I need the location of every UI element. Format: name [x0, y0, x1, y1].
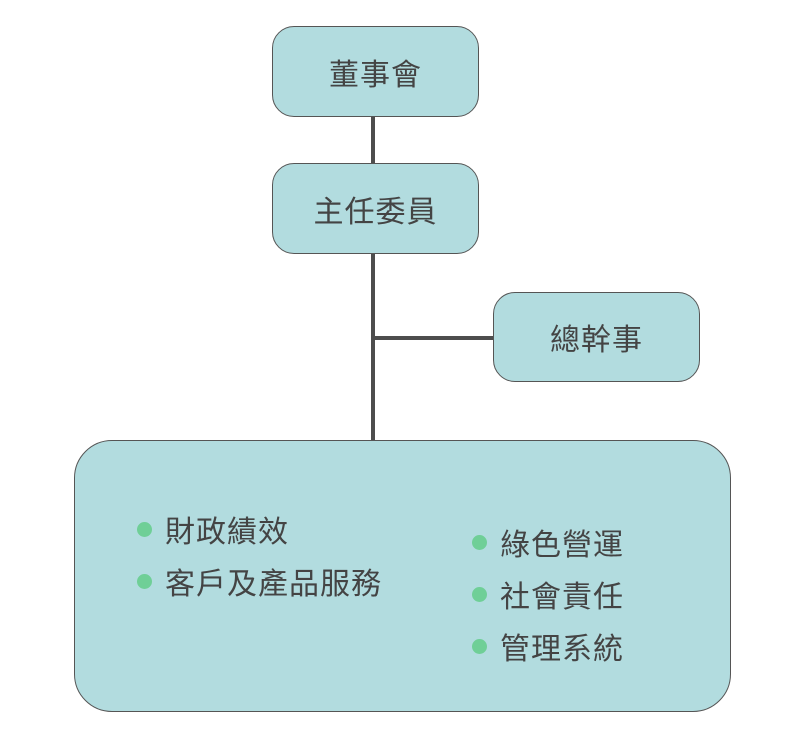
board-label: 董事會 [329, 57, 422, 93]
committee-item-label: 社會責任 [500, 580, 624, 615]
committee-item: 社會責任 [472, 568, 624, 620]
committee-item-label: 管理系統 [500, 632, 624, 667]
committee-item-label: 綠色營運 [500, 528, 624, 563]
committee-item: 客戶及產品服務 [137, 555, 382, 607]
board-node: 董事會 [272, 26, 479, 117]
committee-item: 財政績效 [137, 503, 382, 555]
bullet-icon [472, 586, 487, 602]
connector-board-chair [371, 117, 375, 163]
committee-item: 管理系統 [472, 620, 624, 672]
executive-secretary-label: 總幹事 [550, 323, 643, 358]
bullet-icon [137, 573, 152, 589]
chairperson-label: 主任委員 [313, 194, 438, 230]
committee-item-label: 財政績效 [165, 515, 289, 550]
committee-node: 財政績效 客戶及產品服務 綠色營運 社會責任 管理系統 [74, 440, 731, 712]
bullet-icon [472, 534, 487, 550]
connector-chair-committee [371, 254, 375, 441]
committee-list-left: 財政績效 客戶及產品服務 [137, 503, 382, 607]
connector-to-secretary [373, 336, 494, 340]
committee-list-right: 綠色營運 社會責任 管理系統 [472, 516, 624, 672]
executive-secretary-node: 總幹事 [493, 292, 700, 382]
committee-item: 綠色營運 [472, 516, 624, 568]
chairperson-node: 主任委員 [272, 163, 479, 254]
bullet-icon [137, 521, 152, 537]
committee-item-label: 客戶及產品服務 [165, 567, 382, 602]
bullet-icon [472, 638, 487, 654]
